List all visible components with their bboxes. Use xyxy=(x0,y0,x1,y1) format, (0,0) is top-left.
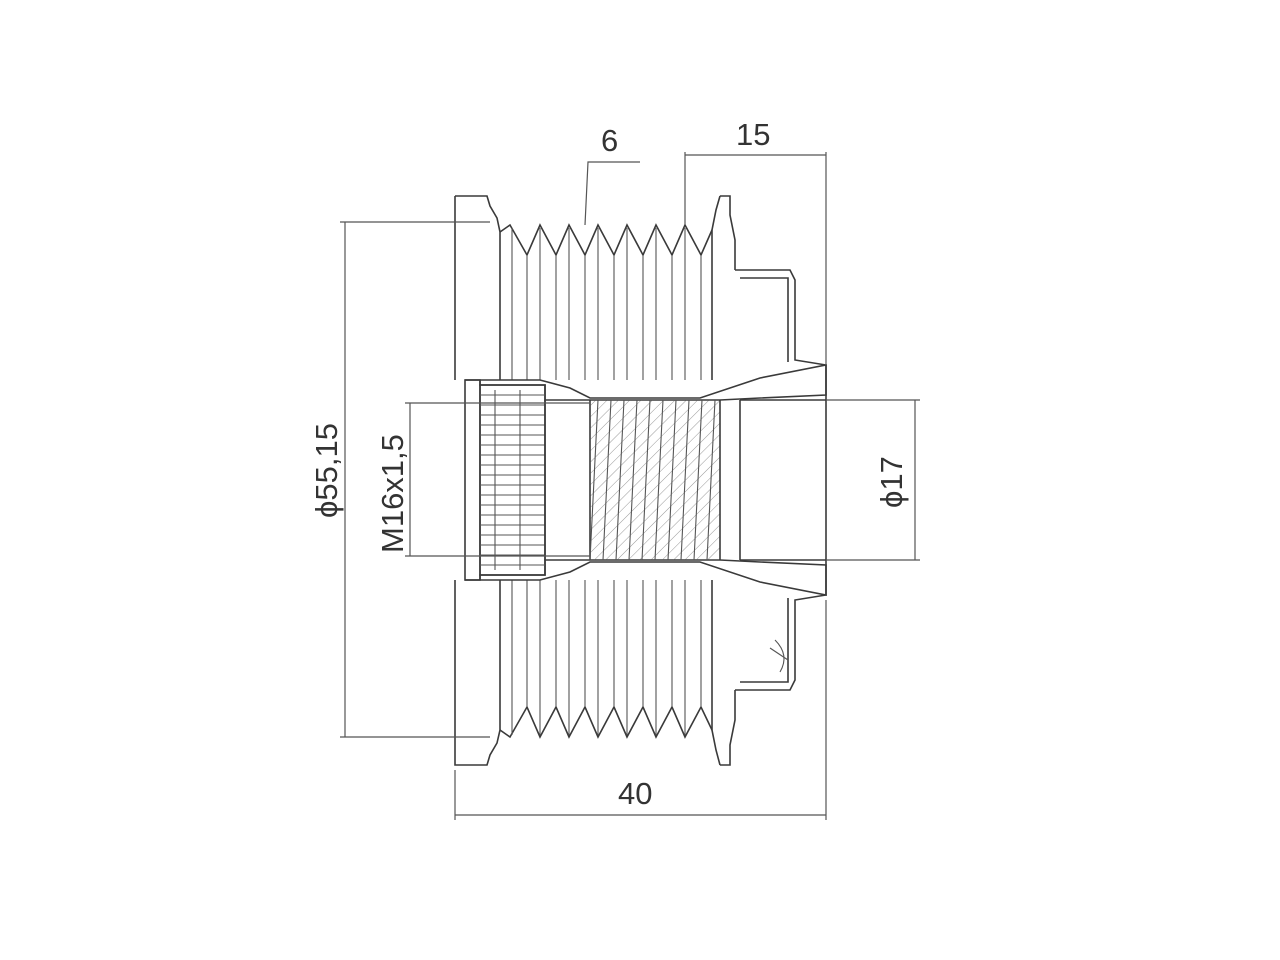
pulley-outline xyxy=(454,195,827,766)
thread-section xyxy=(589,399,720,561)
pulley-grooves-bottom xyxy=(499,580,713,739)
pulley-grooves-top xyxy=(499,223,713,380)
hub-length-label: 15 xyxy=(736,117,770,152)
dimension-lines xyxy=(340,152,920,820)
thread-label: M16x1,5 xyxy=(375,434,410,553)
hub-section xyxy=(464,364,827,596)
overall-length-label: 40 xyxy=(618,776,652,811)
outer-diameter-label: ϕ55,15 xyxy=(309,423,344,518)
spline-teeth xyxy=(480,390,545,570)
bore-diameter-label: ϕ17 xyxy=(874,456,909,508)
groove-count-label: 6 xyxy=(601,123,618,158)
